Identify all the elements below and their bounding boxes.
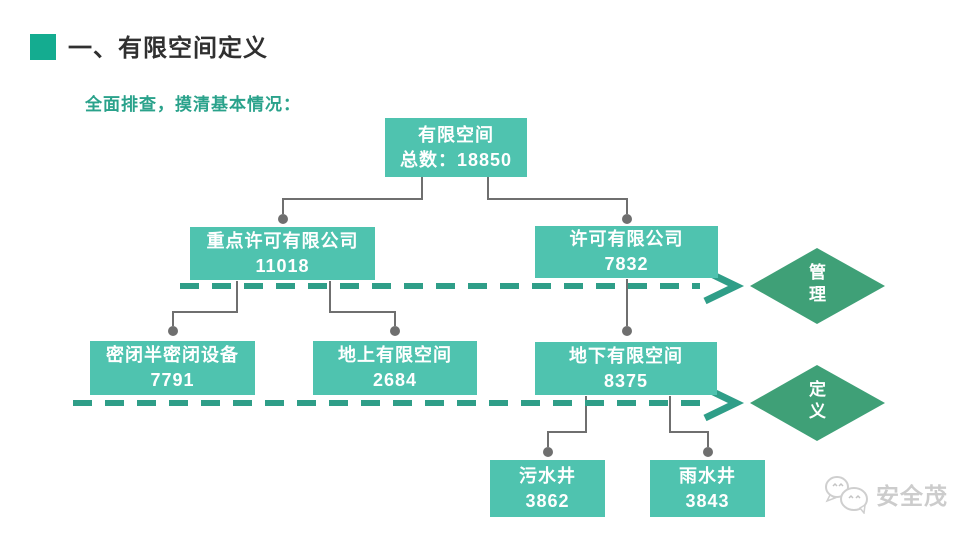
dot: [390, 326, 400, 336]
page-title: 一、有限空间定义: [68, 35, 268, 62]
node-value: 11018: [255, 255, 310, 276]
node-value: 3862: [525, 490, 570, 511]
node-l3-left: 密闭半密闭设备 7791: [90, 341, 255, 395]
node-label: 污水井: [519, 465, 576, 486]
section-marker-icon: [30, 34, 56, 60]
node-l3-mid: 地上有限空间 2684: [313, 341, 477, 395]
node-value: 7791: [150, 370, 195, 390]
node-label: 雨水井: [679, 465, 736, 486]
diamonds: [750, 248, 885, 441]
node-l2-left: 重点许可有限公司 11018: [190, 227, 375, 280]
node-l2-right: 许可有限公司 7832: [535, 226, 718, 278]
node-l3-right: 地下有限空间 8375: [535, 342, 717, 395]
connector-dots: [168, 214, 713, 457]
dot: [168, 326, 178, 336]
node-label: 许可有限公司: [569, 229, 684, 249]
node-value: 总数：18850: [399, 149, 513, 170]
dot: [278, 214, 288, 224]
node-value: 7832: [604, 254, 649, 274]
node-value: 3843: [685, 490, 730, 511]
diamond-label-definition: 定义: [806, 380, 825, 424]
header: 一、有限空间定义: [30, 28, 268, 63]
node-l4-left: 污水井 3862: [490, 460, 605, 517]
dot: [622, 326, 632, 336]
connector-lines: [172, 177, 709, 447]
node-value: 2684: [372, 370, 418, 390]
connector-l3right-to-l4left: [547, 396, 587, 447]
connector-l2left-to-l3mid: [329, 281, 396, 326]
node-root: 有限空间 总数：18850: [385, 118, 527, 177]
diamond-definition: [750, 365, 885, 441]
node-label: 密闭半密闭设备: [106, 345, 239, 365]
diamond-label-management: 管理: [806, 263, 825, 307]
node-label: 重点许可有限公司: [206, 230, 359, 251]
wechat-icon: [825, 476, 868, 514]
node-label: 地下有限空间: [569, 345, 683, 366]
watermark: 安全茂: [822, 474, 948, 514]
connector-root-to-l2right: [487, 177, 628, 214]
connector-l3right-to-l4right: [669, 396, 709, 447]
subtitle: 全面排查，摸清基本情况：: [85, 95, 301, 114]
node-l4-right: 雨水井 3843: [650, 460, 765, 517]
connector-root-to-l2left: [282, 177, 423, 214]
watermark-brand: 安全茂: [876, 483, 948, 509]
dot: [703, 447, 713, 457]
dot: [543, 447, 553, 457]
node-value: 8375: [603, 370, 649, 391]
connector-l2left-to-l3left: [172, 281, 238, 326]
diamond-management: [750, 248, 885, 324]
dot: [622, 214, 632, 224]
node-label: 有限空间: [418, 124, 494, 145]
node-label: 地上有限空间: [338, 345, 452, 365]
